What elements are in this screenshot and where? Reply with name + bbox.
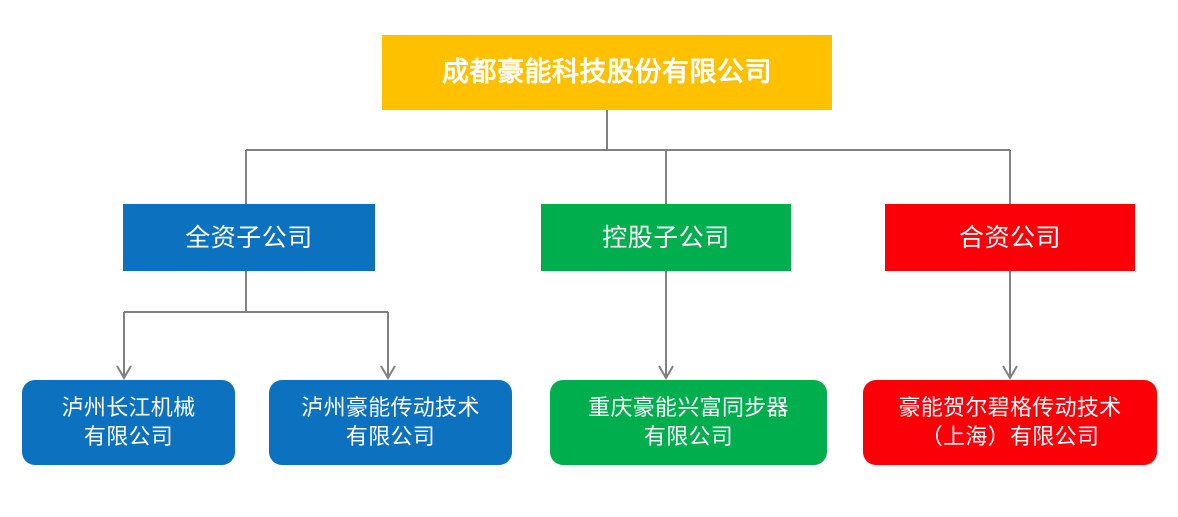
- node-subsidiary-haoneng-hoerbiger[interactable]: 豪能贺尔碧格传动技术 （上海）有限公司: [863, 380, 1157, 465]
- node-category-joint-venture[interactable]: 合资公司: [885, 204, 1135, 271]
- arrowhead-luzhou-haoneng: [380, 365, 396, 380]
- arrowhead-luzhou-changjiang: [116, 365, 132, 380]
- arrowhead-chongqing-xingfu: [658, 365, 674, 380]
- node-subsidiary-chongqing-xingfu[interactable]: 重庆豪能兴富同步器 有限公司: [550, 380, 827, 465]
- arrowhead-haoneng-hoerbiger: [1002, 365, 1018, 380]
- node-root-company[interactable]: 成都豪能科技股份有限公司: [382, 35, 832, 110]
- node-category-holding[interactable]: 控股子公司: [541, 204, 791, 271]
- node-subsidiary-luzhou-haoneng[interactable]: 泸州豪能传动技术 有限公司: [269, 380, 512, 465]
- node-subsidiary-luzhou-changjiang[interactable]: 泸州长江机械 有限公司: [22, 380, 235, 465]
- node-category-wholly-owned[interactable]: 全资子公司: [123, 204, 375, 271]
